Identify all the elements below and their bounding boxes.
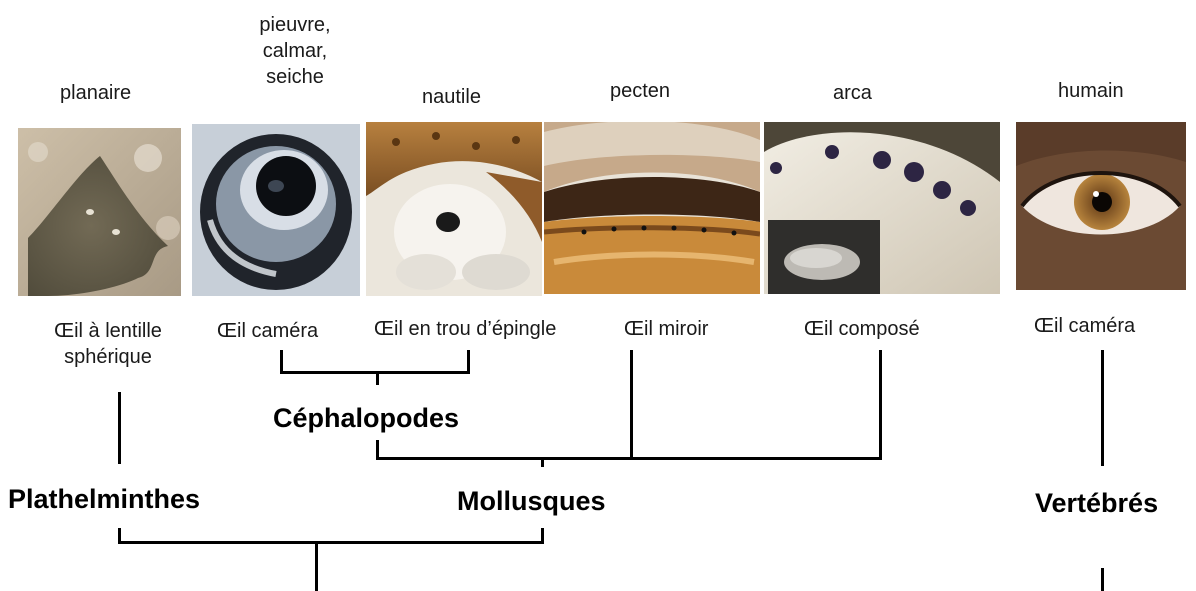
tree-line-vertebres-stem bbox=[1101, 568, 1104, 591]
group-label-plathelminthes: Plathelminthes bbox=[8, 484, 200, 515]
species-label-humain: humain bbox=[1058, 78, 1124, 104]
species-label-cephalopods: pieuvre, calmar, seiche bbox=[240, 12, 350, 90]
arca-eyes-photo-icon bbox=[764, 122, 1000, 294]
scallop-photo-icon bbox=[544, 122, 760, 294]
eye-type-planaire: Œil à lentille sphérique bbox=[32, 318, 184, 370]
tree-line-ceph-bracket bbox=[280, 371, 470, 374]
group-label-cephalopodes: Céphalopodes bbox=[273, 403, 459, 434]
tree-line-protostome-stem bbox=[315, 541, 318, 591]
tree-line-mollusc-bracket bbox=[376, 457, 882, 460]
species-label-calmar: calmar, bbox=[240, 38, 350, 64]
tree-line-ceph-stem-top bbox=[376, 371, 379, 385]
eye-type-planaire-line1: Œil à lentille bbox=[32, 318, 184, 344]
eye-type-pecten: Œil miroir bbox=[624, 316, 708, 342]
tree-line-planaire-stem bbox=[118, 392, 121, 464]
eye-type-cephalopodes: Œil caméra bbox=[217, 318, 318, 344]
species-label-pecten: pecten bbox=[610, 78, 670, 104]
group-label-mollusques: Mollusques bbox=[457, 486, 606, 517]
tree-line-protostome-bracket bbox=[118, 541, 544, 544]
cephalopod-eye-photo-icon bbox=[192, 124, 360, 296]
human-eye-photo-icon bbox=[1016, 122, 1186, 290]
eye-type-nautile: Œil en trou d’épingle bbox=[374, 316, 556, 342]
eye-type-arca: Œil composé bbox=[804, 316, 920, 342]
planarian-photo-icon bbox=[18, 128, 181, 296]
eye-type-planaire-line2: sphérique bbox=[32, 344, 184, 370]
tree-line-mollusc-stem-top bbox=[541, 457, 544, 467]
species-label-planaire: planaire bbox=[60, 80, 131, 106]
species-label-seiche: seiche bbox=[240, 64, 350, 90]
nautilus-eye-photo-icon bbox=[366, 122, 542, 296]
tree-line-humain-stem bbox=[1101, 350, 1104, 466]
species-label-pieuvre: pieuvre, bbox=[240, 12, 350, 38]
eye-type-humain: Œil caméra bbox=[1034, 313, 1135, 339]
species-label-nautile: nautile bbox=[422, 84, 481, 110]
group-label-vertebres: Vertébrés bbox=[1035, 488, 1158, 519]
species-label-arca: arca bbox=[833, 80, 872, 106]
tree-line-arca-stem bbox=[879, 350, 882, 460]
tree-line-pecten-stem bbox=[630, 350, 633, 460]
